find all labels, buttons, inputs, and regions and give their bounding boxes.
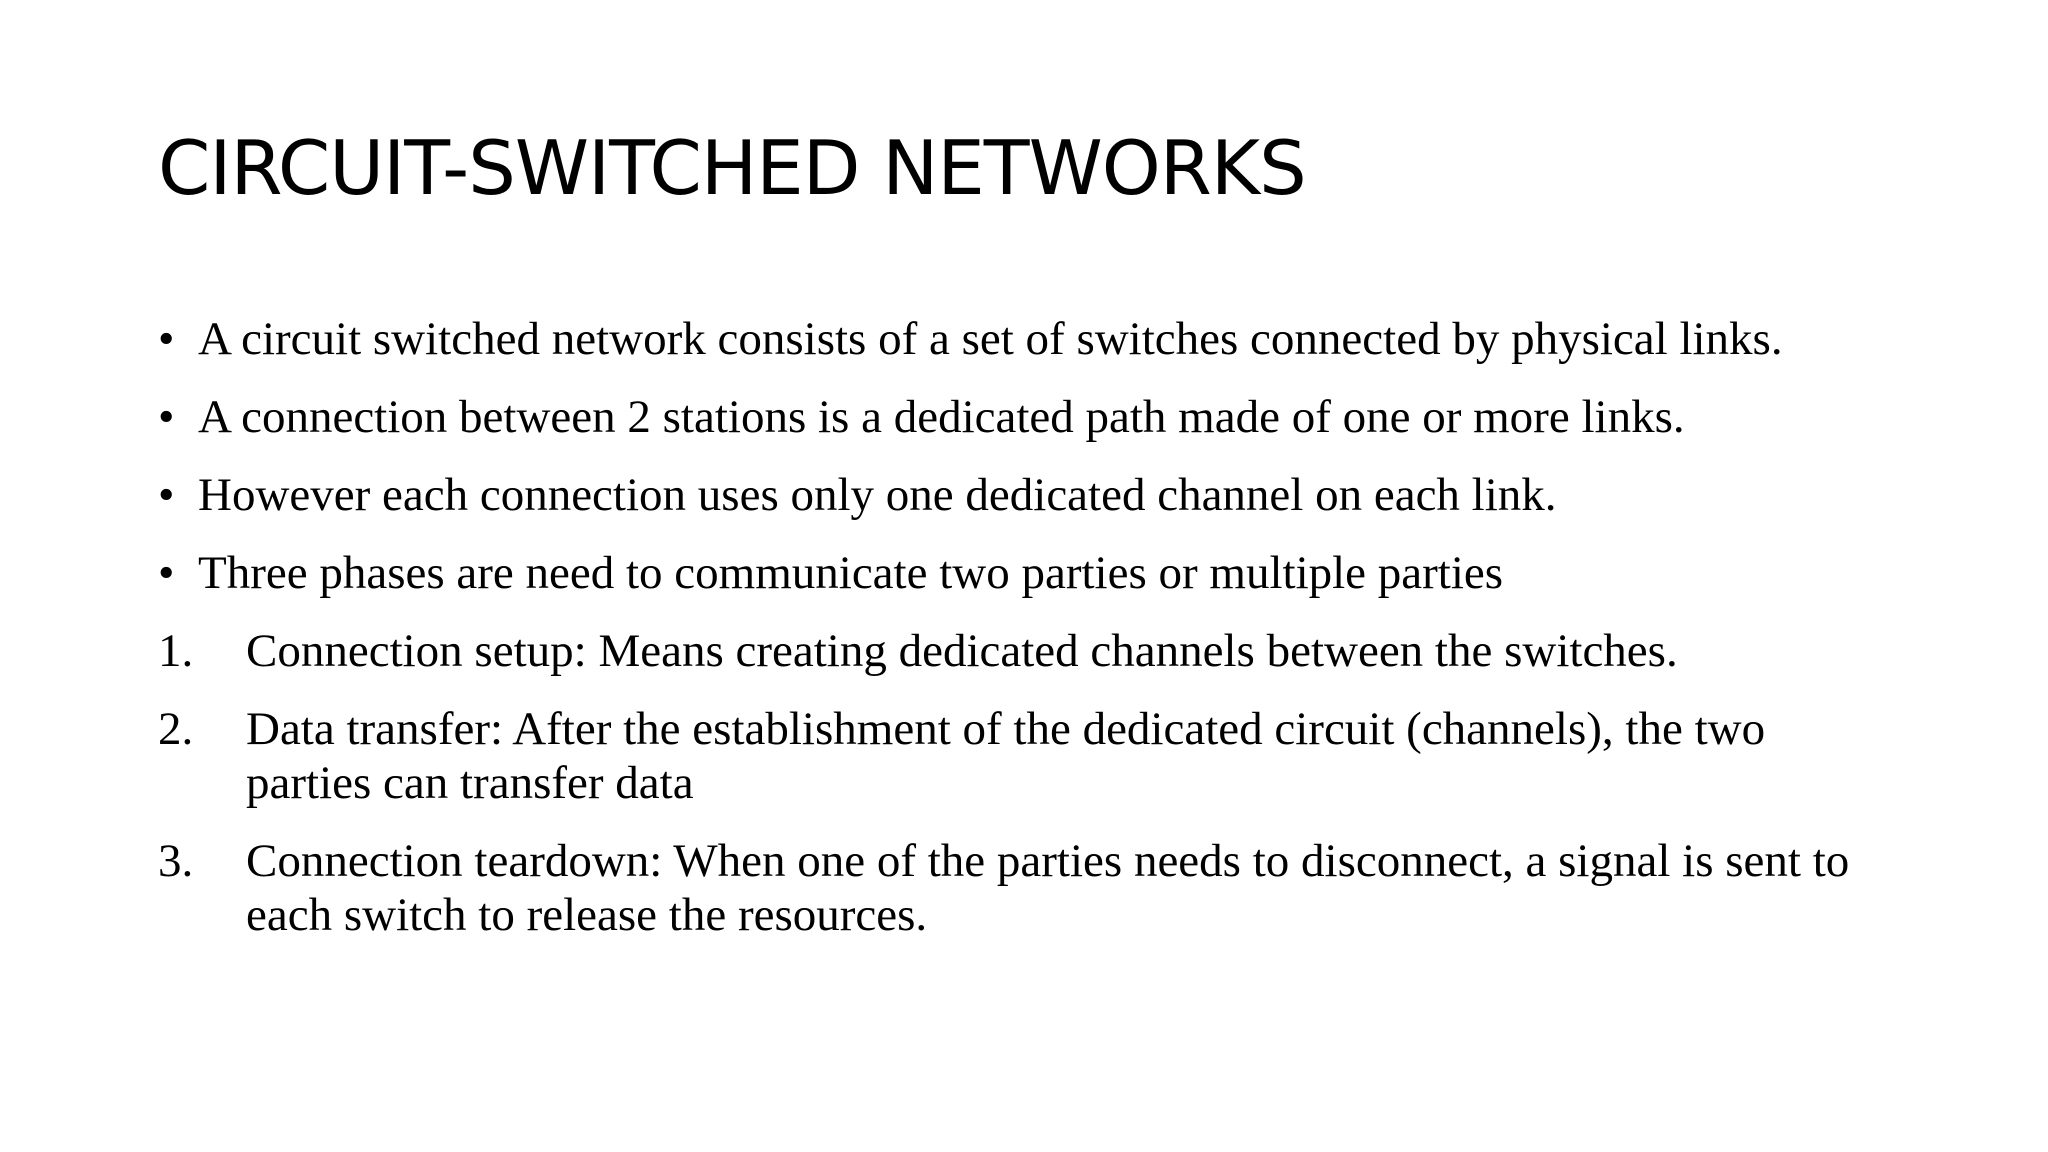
numbered-text: Data transfer: After the establishment o… [246,703,1766,809]
slide-title: CIRCUIT-SWITCHED NETWORKS [158,124,1307,212]
bullet-marker: • [158,313,175,365]
bullet-item: • However each connection uses only one … [158,468,1878,522]
slide-content: • A circuit switched network consists of… [158,312,1878,966]
bullet-item: • A circuit switched network consists of… [158,312,1878,366]
bullet-marker: • [158,469,175,521]
number-marker: 2. [158,703,194,755]
numbered-item: 1. Connection setup: Means creating dedi… [158,624,1878,678]
numbered-text: Connection teardown: When one of the par… [246,835,1850,941]
numbered-text: Connection setup: Means creating dedicat… [246,625,1678,677]
bullet-item: • A connection between 2 stations is a d… [158,390,1878,444]
number-marker: 1. [158,625,194,677]
bullet-marker: • [158,391,175,443]
bullet-text: However each connection uses only one de… [198,469,1557,521]
bullet-marker: • [158,547,175,599]
bullet-item: • Three phases are need to communicate t… [158,546,1878,600]
bullet-text: A circuit switched network consists of a… [198,313,1783,365]
number-marker: 3. [158,835,194,887]
numbered-item: 2. Data transfer: After the establishmen… [158,702,1878,810]
bullet-text: A connection between 2 stations is a ded… [198,391,1685,443]
numbered-item: 3. Connection teardown: When one of the … [158,834,1878,942]
bullet-text: Three phases are need to communicate two… [198,547,1504,599]
